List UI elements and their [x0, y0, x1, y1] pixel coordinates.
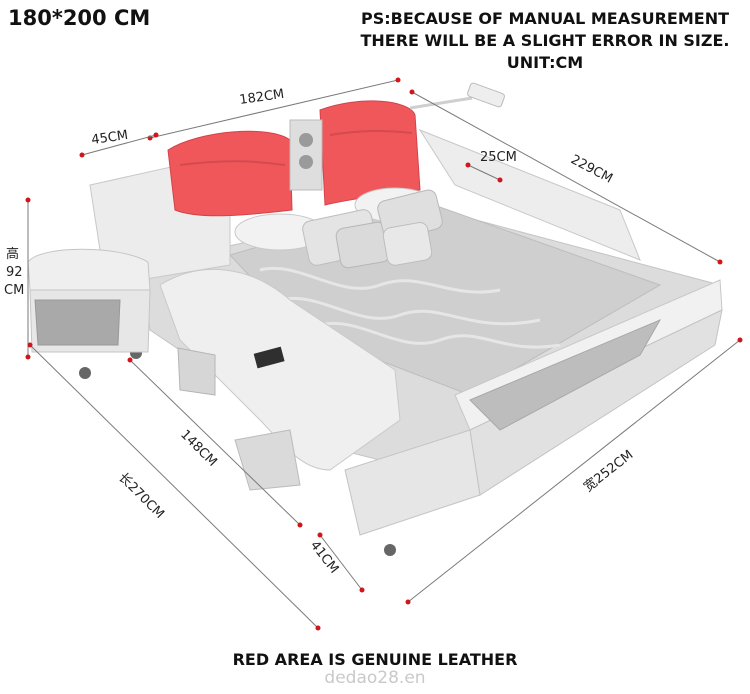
label-41cm: 41CM	[307, 538, 342, 576]
label-height-top: 高	[6, 246, 19, 262]
label-25cm: 25CM	[480, 150, 517, 165]
ottoman-stool	[27, 248, 151, 353]
label-252cm: 宽252CM	[581, 447, 637, 495]
size-title: 180*200 CM	[8, 6, 151, 30]
side-drawers	[177, 346, 301, 491]
watermark: dedao28.en	[324, 668, 426, 688]
label-45cm: 45CM	[90, 128, 129, 148]
label-height-unit: CM	[4, 283, 24, 298]
label-height-value: 92	[6, 265, 23, 280]
label-182cm: 182CM	[238, 87, 285, 108]
label-148cm: 148CM	[177, 427, 220, 470]
note-line-3: UNIT:CM	[506, 53, 584, 72]
bed-frame	[79, 128, 723, 556]
reading-lamp	[409, 82, 505, 110]
footer-caption: RED AREA IS GENUINE LEATHER	[232, 650, 518, 669]
measurement-note: PS:BECAUSE OF MANUAL MEASUREMENT THERE W…	[340, 8, 750, 74]
note-line-2: THERE WILL BE A SLIGHT ERROR IN SIZE.	[360, 31, 730, 50]
headboard-leather	[167, 100, 421, 217]
label-270cm: 长270CM	[115, 470, 167, 522]
note-line-1: PS:BECAUSE OF MANUAL MEASUREMENT	[360, 9, 730, 28]
pillows	[234, 187, 443, 269]
